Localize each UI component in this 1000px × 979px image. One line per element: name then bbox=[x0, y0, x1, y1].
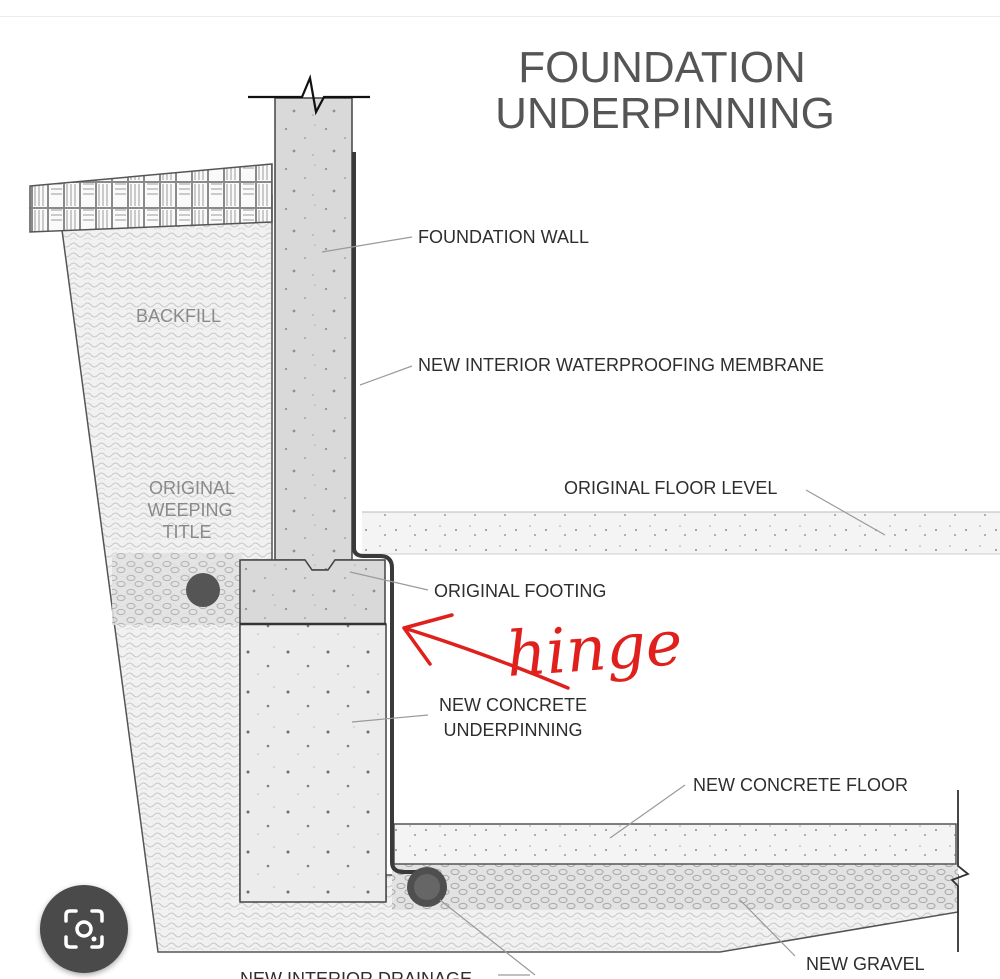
title-line1: FOUNDATION bbox=[518, 43, 806, 92]
new-concrete-floor bbox=[393, 823, 957, 865]
hinge-arrow bbox=[402, 613, 570, 690]
original-floor-slab bbox=[362, 512, 1000, 554]
paving-blocks bbox=[29, 163, 273, 233]
leader-lines bbox=[321, 236, 886, 976]
wall-break-symbol bbox=[248, 74, 370, 116]
right-break-line bbox=[950, 790, 970, 952]
label-backfill: BACKFILL bbox=[136, 306, 221, 326]
hinge-annotation-text: hinge bbox=[504, 606, 685, 691]
title-line2: UNDERPINNING bbox=[495, 89, 835, 138]
label-membrane: NEW INTERIOR WATERPROOFING MEMBRANE bbox=[418, 355, 824, 375]
label-new-concrete-floor: NEW CONCRETE FLOOR bbox=[693, 775, 908, 795]
label-floor-level: ORIGINAL FLOOR LEVEL bbox=[564, 478, 777, 498]
lens-button[interactable] bbox=[40, 885, 128, 973]
label-weeping-3: TITLE bbox=[162, 522, 211, 542]
foundation-wall bbox=[274, 97, 353, 571]
label-interior-drainage: NEW INTERIOR DRAINAGE bbox=[240, 969, 472, 979]
label-weeping-1: ORIGINAL bbox=[149, 478, 235, 498]
hinge-annotation: hinge bbox=[402, 606, 685, 691]
weeping-tile-pipe bbox=[186, 573, 220, 607]
weeping-gravel-band bbox=[112, 553, 242, 625]
label-new-gravel: NEW GRAVEL bbox=[806, 954, 925, 974]
new-underpinning bbox=[239, 623, 387, 903]
new-gravel-layer bbox=[392, 862, 958, 910]
label-weeping-2: WEEPING bbox=[147, 500, 232, 520]
label-foundation-wall: FOUNDATION WALL bbox=[418, 227, 589, 247]
original-footing bbox=[239, 559, 386, 625]
label-original-footing: ORIGINAL FOOTING bbox=[434, 581, 606, 601]
top-bar bbox=[0, 0, 1000, 17]
lens-icon bbox=[64, 909, 104, 949]
waterproofing-membrane bbox=[352, 152, 420, 874]
label-underpinning-2: UNDERPINNING bbox=[443, 720, 582, 740]
label-underpinning-1: NEW CONCRETE bbox=[439, 695, 587, 715]
